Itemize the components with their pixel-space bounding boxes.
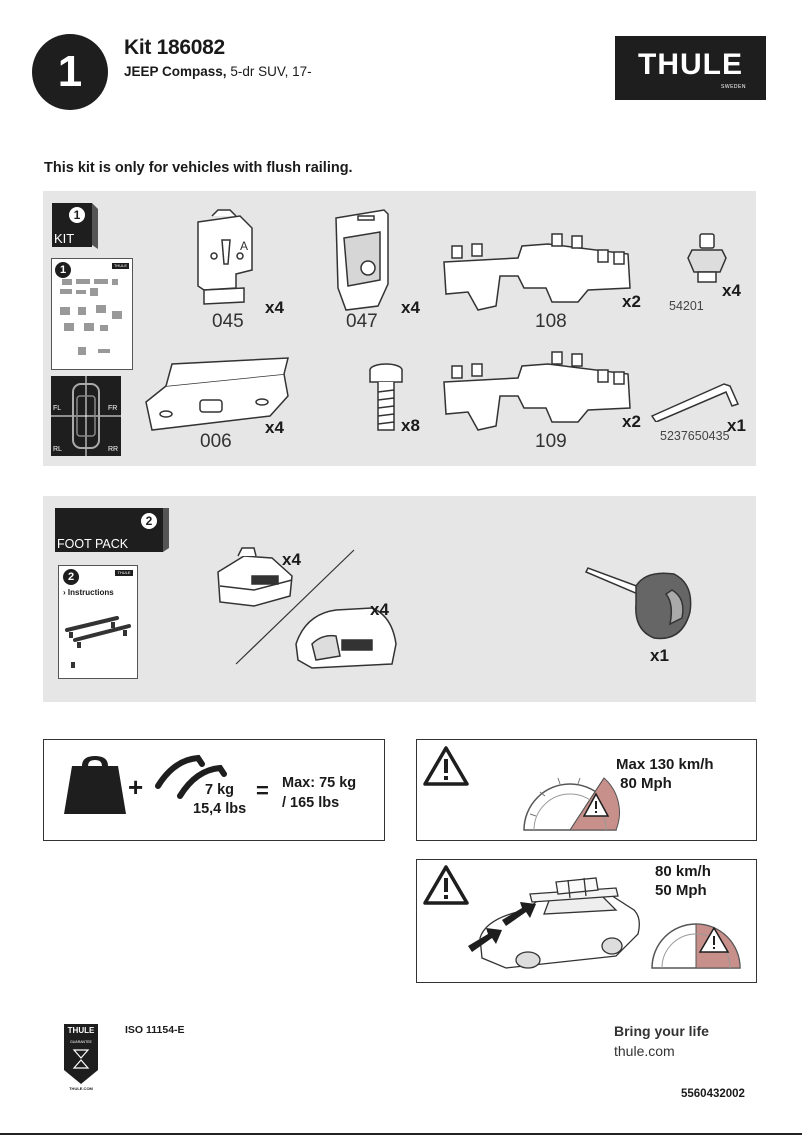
badge-brand: THULE [67, 1026, 95, 1035]
iso-standard: ISO 11154-E [125, 1024, 185, 1036]
knob-54201-icon [687, 233, 727, 283]
vehicle-model: JEEP Compass, [124, 64, 227, 79]
booklet-thumbnails-icon [60, 279, 122, 355]
plus-sign: + [128, 772, 144, 802]
max-load-lbs: / 165 lbs [282, 795, 340, 811]
part-code-047: 047 [346, 311, 378, 332]
part-qty-bolt: x8 [401, 416, 420, 435]
badge-site: THULE.COM [69, 1086, 93, 1091]
part-qty-109: x2 [622, 412, 641, 431]
pad-047-icon [335, 209, 389, 311]
max-load-kg: Max: 75 kg [282, 775, 357, 791]
part-code-54201: 54201 [669, 299, 704, 313]
speedometer-gauge-icon-2 [651, 923, 741, 969]
brand-tagline: Bring your life [614, 1023, 709, 1039]
equals-sign: = [256, 778, 269, 803]
part-code-hex-key: 5237650435 [660, 429, 730, 443]
hex-key-icon [650, 383, 740, 422]
foot-qty-small: x4 [282, 550, 301, 569]
thule-logo: THULE SWEDEN [615, 36, 766, 100]
bar-weight-lbs: 15,4 lbs [193, 801, 247, 817]
foot-tag-number: 2 [141, 513, 157, 529]
bolt-icon [369, 363, 403, 431]
part-code-045: 045 [212, 311, 244, 332]
part-qty-108: x2 [622, 292, 641, 311]
car-position-diagram: FL FR RL RR [51, 376, 121, 456]
kit-instructions-booklet: 1 THULE [51, 258, 133, 370]
bracket-045-icon: A [197, 209, 253, 305]
pos-label-rr: RR [108, 446, 119, 453]
kit-tag-label: KIT [54, 231, 75, 246]
foot-instructions-booklet: 2 THULE › Instructions [58, 565, 138, 679]
foot-tag-label: FOOT PACK [57, 537, 129, 551]
foot-booklet-instructions-text: Instructions [67, 588, 114, 597]
foot-tag-edge [163, 508, 169, 552]
roof-bars-pair-icon [155, 754, 227, 799]
speedometer-gauge-icon [523, 777, 620, 831]
document-number: 5560432002 [681, 1088, 745, 1100]
roof-bars-icon [65, 616, 131, 668]
block-109-icon [443, 351, 631, 431]
pos-label-rl: RL [53, 446, 62, 453]
booklet-step-number: 1 [55, 262, 71, 278]
step-number-badge: 1 [32, 34, 108, 110]
max-speed-mph: 80 Mph [616, 775, 672, 792]
part-qty-54201: x4 [722, 281, 741, 300]
bar-weight-kg: 7 kg [205, 782, 235, 798]
warning-icon [423, 746, 469, 786]
kit-tag: 1 KIT [52, 203, 92, 247]
diagonal-divider [235, 549, 355, 665]
step-number: 1 [57, 47, 83, 96]
plate-006-icon [145, 357, 289, 431]
kit-tag-edge [92, 203, 98, 249]
foot-qty-large: x4 [370, 600, 389, 619]
kit-title: Kit 186082 [124, 36, 225, 59]
brand-website[interactable]: thule.com [614, 1043, 675, 1059]
limit-speed-mph: 50 Mph [655, 882, 707, 899]
svg-text:A: A [240, 239, 248, 253]
vehicle-line: JEEP Compass, 5-dr SUV, 17- [124, 64, 312, 79]
foot-booklet-brand: THULE [115, 570, 133, 576]
car-with-load-icon [468, 877, 640, 969]
bottom-rule [0, 1133, 802, 1135]
part-qty-hex-key: x1 [727, 416, 746, 435]
guarantee-badge-icon [64, 1024, 98, 1084]
foot-pack-tag: 2 FOOT PACK [55, 508, 163, 552]
logo-subtext: SWEDEN [721, 84, 746, 90]
part-qty-045: x4 [265, 298, 284, 317]
part-code-006: 006 [200, 431, 232, 452]
block-108-icon [443, 233, 631, 311]
max-speed-kmh: Max 130 km/h [616, 756, 714, 773]
badge-guarantee: GUARANTEE [70, 1040, 92, 1044]
foot-large-icon [295, 607, 397, 669]
logo-wordmark: THULE [638, 48, 743, 81]
foot-qty-tool: x1 [650, 646, 669, 665]
pos-label-fr: FR [108, 405, 118, 412]
flush-railing-note: This kit is only for vehicles with flush… [44, 160, 353, 176]
kit-tag-number: 1 [69, 207, 85, 223]
foot-small-icon [217, 547, 293, 607]
part-qty-047: x4 [401, 298, 420, 317]
part-qty-006: x4 [265, 418, 284, 437]
car-top-view-icon [51, 376, 121, 456]
warning-icon-2 [423, 865, 469, 905]
pos-label-fl: FL [53, 405, 62, 412]
vehicle-detail: 5-dr SUV, 17- [226, 64, 312, 79]
part-code-108: 108 [535, 311, 567, 332]
foot-booklet-step: 2 [63, 569, 79, 585]
weight-icon [64, 756, 126, 814]
foot-booklet-instructions: › Instructions [63, 588, 114, 597]
torque-tool-icon [584, 567, 692, 640]
part-code-109: 109 [535, 431, 567, 452]
booklet-brand: THULE [112, 263, 129, 269]
limit-speed-kmh: 80 km/h [655, 863, 711, 880]
